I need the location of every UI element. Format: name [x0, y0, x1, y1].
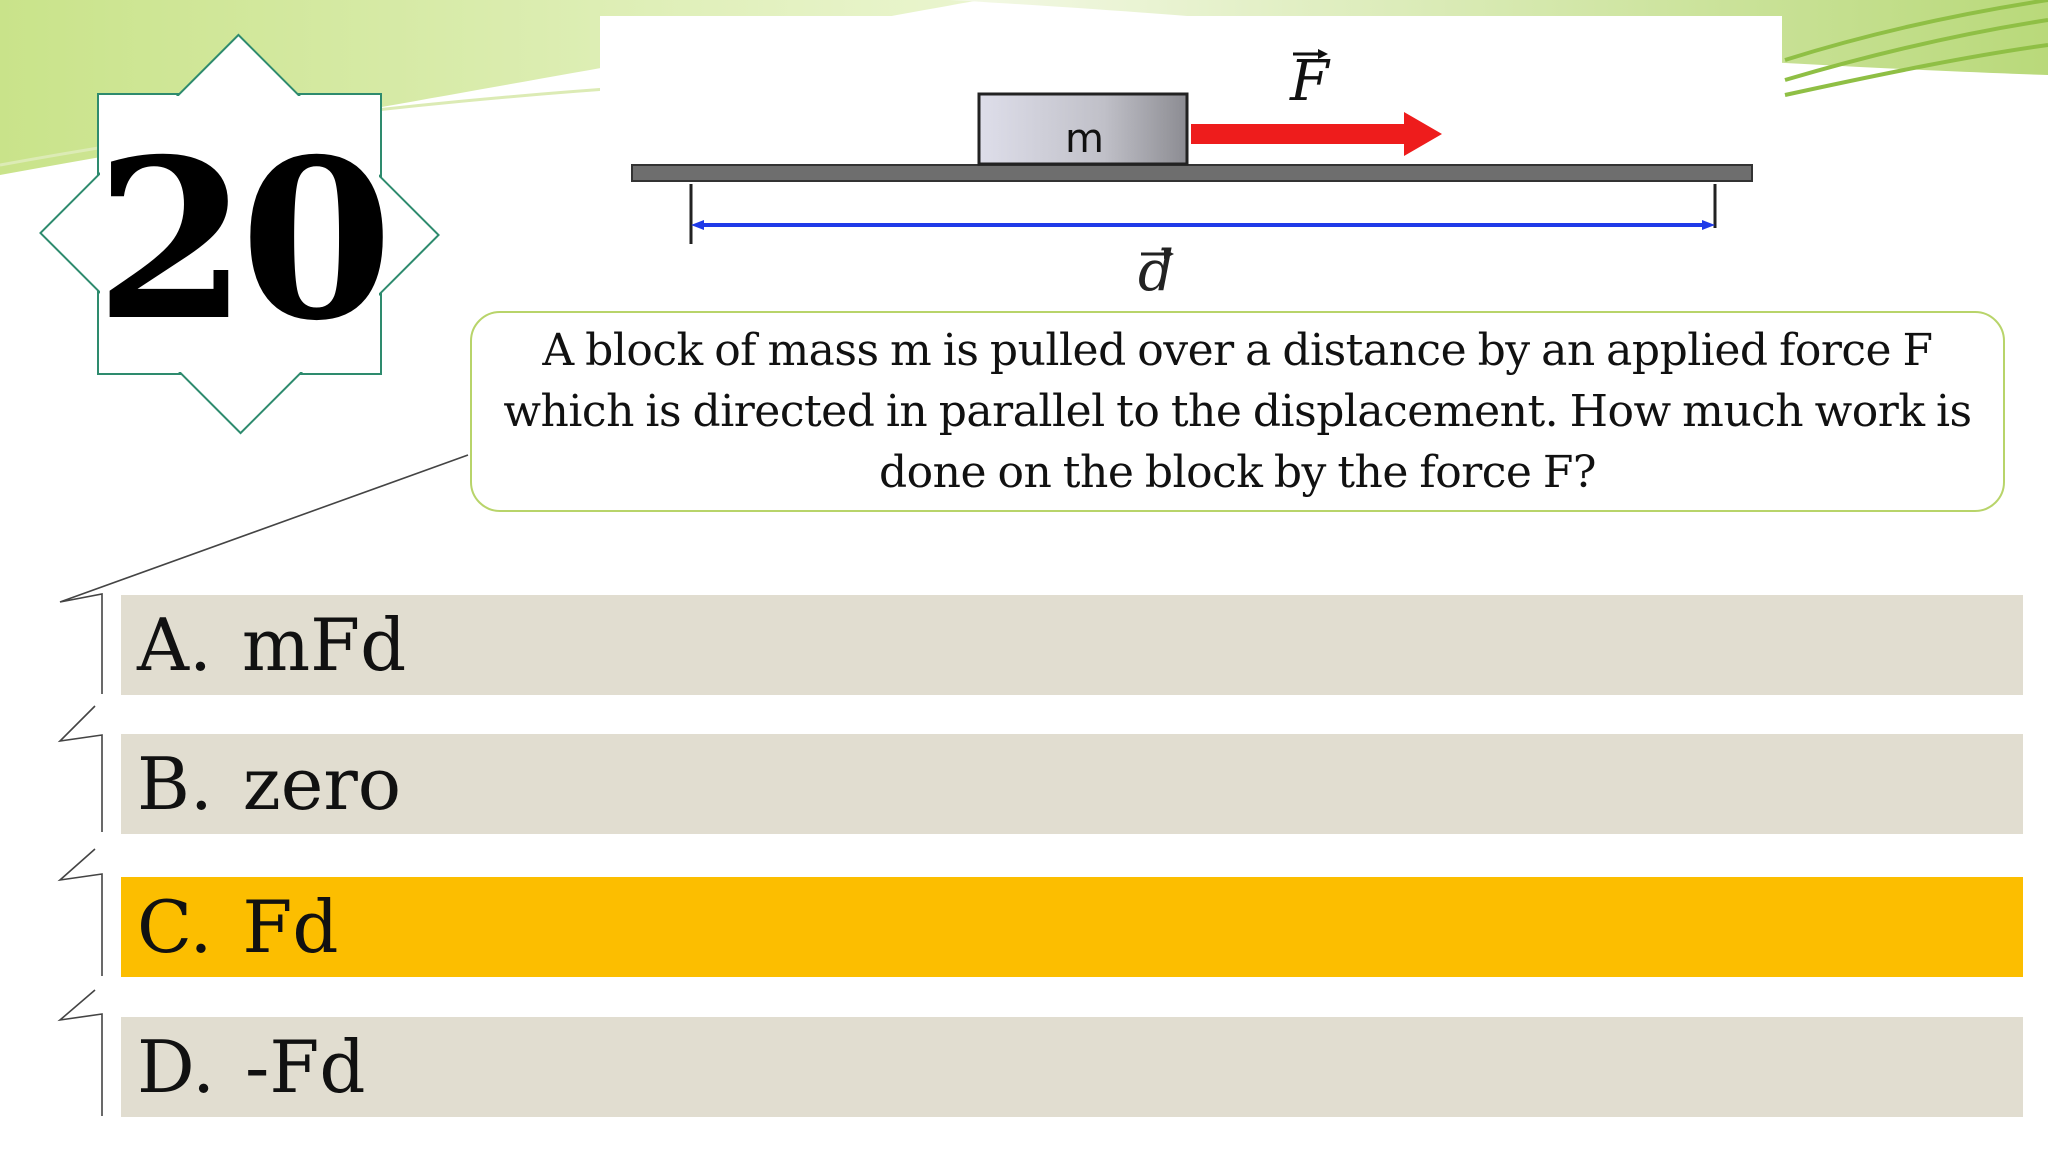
option-text: Fd — [242, 885, 339, 969]
mass-label: m — [1065, 116, 1104, 162]
force-label-group: F — [1289, 49, 1331, 114]
option-letter: D. — [137, 1025, 216, 1109]
question-text: A block of mass m is pulled over a dista… — [503, 325, 1972, 498]
force-arrow — [1191, 112, 1442, 156]
option-letter: A. — [137, 603, 212, 687]
star-badge — [39, 33, 440, 435]
displacement-vector-head — [1164, 249, 1174, 259]
question-number: 20 — [94, 110, 393, 369]
surface — [631, 164, 1753, 182]
force-vector-head — [1318, 49, 1328, 59]
option-d[interactable]: D. -Fd — [121, 1017, 2023, 1117]
question-box: A block of mass m is pulled over a dista… — [470, 311, 2005, 512]
force-label: F — [1289, 49, 1331, 114]
callout-lines — [57, 454, 469, 1116]
top-right-swoosh-lines — [1784, 0, 2048, 97]
option-c-selected[interactable]: C. Fd — [121, 877, 2023, 977]
option-b[interactable]: B. zero — [121, 734, 2023, 834]
option-text: -Fd — [245, 1025, 366, 1109]
option-text: mFd — [241, 603, 407, 687]
mass-block — [977, 92, 1189, 166]
displacement-label-group: d — [1138, 239, 1174, 304]
displacement-label: d — [1138, 239, 1174, 304]
option-a[interactable]: A. mFd — [121, 595, 2023, 695]
physics-diagram: m F d — [600, 16, 1782, 306]
option-text: zero — [242, 742, 402, 826]
option-letter: C. — [137, 885, 213, 969]
displacement-arrow — [689, 184, 1717, 244]
option-letter: B. — [137, 742, 213, 826]
